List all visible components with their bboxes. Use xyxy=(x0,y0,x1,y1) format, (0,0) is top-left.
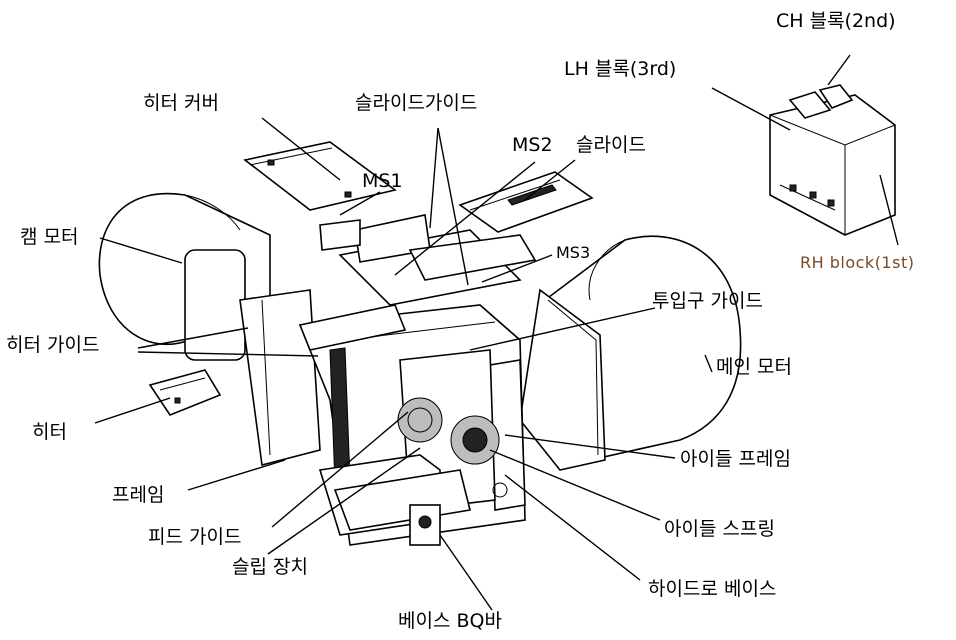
label-ch-block: CH 블록(2nd) xyxy=(776,10,896,32)
slide-drawing xyxy=(458,171,594,233)
label-hydro-base: 하이드로 베이스 xyxy=(648,578,777,600)
label-cam-motor: 캠 모터 xyxy=(20,226,79,248)
label-slip-device: 슬립 장치 xyxy=(232,556,308,578)
label-heater-guide: 히터 가이드 xyxy=(6,334,100,356)
main-motor-drawing xyxy=(519,235,742,471)
leader-lines xyxy=(94,54,899,611)
label-inlet-guide: 투입구 가이드 xyxy=(652,290,763,312)
label-ms3: MS3 xyxy=(556,243,591,262)
label-ms2: MS2 xyxy=(512,134,553,156)
cam-motor-drawing xyxy=(98,192,271,361)
label-heater-cover: 히터 커버 xyxy=(143,92,219,114)
label-base-bq-bar: 베이스 BQ바 xyxy=(398,610,502,632)
heater-cover-drawing xyxy=(243,141,397,211)
label-main-motor: 메인 모터 xyxy=(716,356,792,378)
main-frame-drawing xyxy=(239,214,537,546)
label-feed-guide: 피드 가이드 xyxy=(148,526,242,548)
breaker-block-drawing xyxy=(769,84,896,236)
label-rh-block: RH block(1st) xyxy=(800,253,915,272)
heater-drawing xyxy=(148,369,222,416)
label-heater: 히터 xyxy=(32,421,67,443)
label-lh-block: LH 블록(3rd) xyxy=(564,58,677,80)
label-ms1: MS1 xyxy=(362,170,403,192)
label-slide-guide: 슬라이드가이드 xyxy=(355,92,478,114)
label-slide: 슬라이드 xyxy=(576,134,646,156)
label-idle-spring: 아이들 스프링 xyxy=(664,518,775,540)
label-idle-frame: 아이들 프레임 xyxy=(680,448,791,470)
label-frame: 프레임 xyxy=(112,484,165,506)
